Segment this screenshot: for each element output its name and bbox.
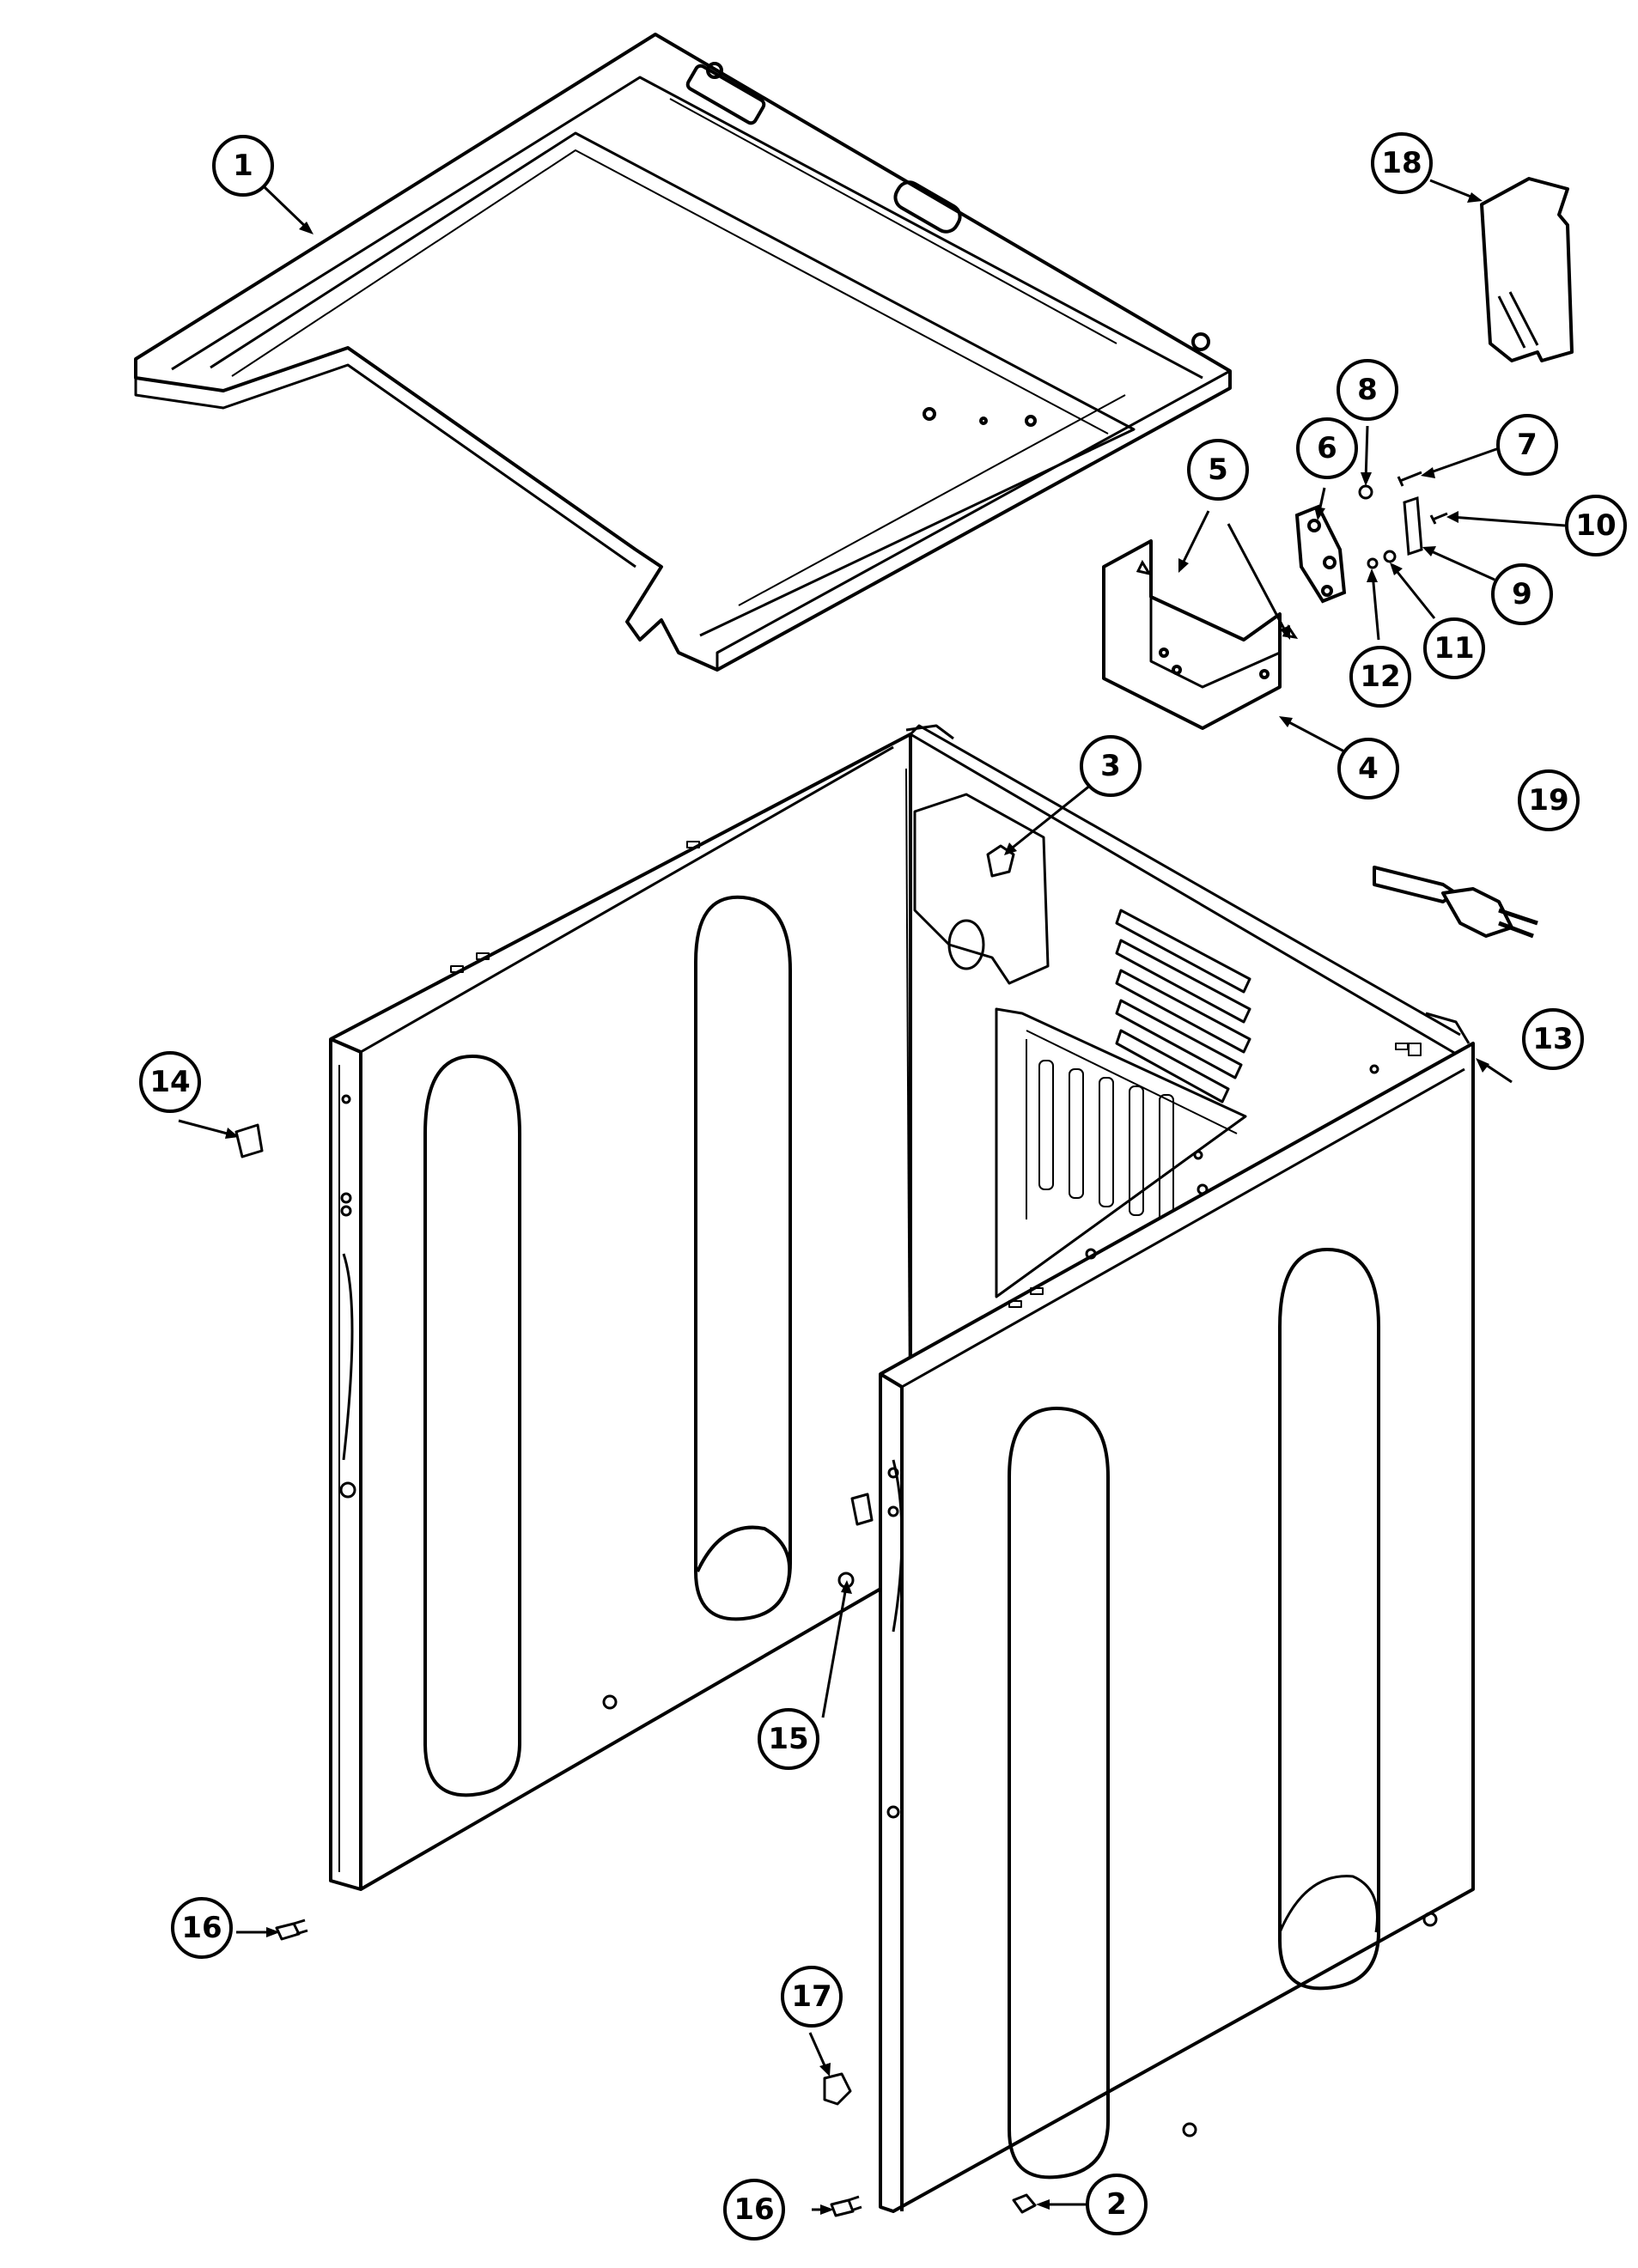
small-parts-drawing	[234, 1123, 1037, 2217]
callout-label: 16	[181, 1911, 222, 1945]
callout-label: 4	[1358, 751, 1379, 786]
callout-15: 15	[758, 1708, 819, 1770]
callout-14: 14	[139, 1051, 201, 1113]
callout-11: 11	[1423, 617, 1485, 679]
leader-arrowheads	[225, 192, 1489, 2215]
callout-8: 8	[1337, 359, 1398, 421]
callout-12: 12	[1349, 646, 1411, 708]
callout-label: 8	[1357, 373, 1378, 407]
power-cord-drawing	[1373, 866, 1538, 939]
callout-label: 5	[1208, 453, 1228, 487]
callout-6: 6	[1296, 417, 1358, 479]
callout-label: 18	[1381, 146, 1422, 180]
callout-label: 3	[1100, 749, 1121, 783]
leader-lines	[178, 179, 1566, 2211]
callout-label: 13	[1532, 1022, 1573, 1056]
callout-1: 1	[212, 135, 274, 197]
callout-5: 5	[1187, 439, 1249, 501]
callout-18: 18	[1371, 132, 1433, 194]
callout-label: 17	[791, 1979, 831, 2014]
callout-label: 7	[1517, 428, 1538, 462]
callout-label: 6	[1317, 431, 1337, 465]
callout-4: 4	[1337, 738, 1399, 800]
terminal-bracket-drawing	[1102, 539, 1282, 730]
callout-label: 9	[1512, 577, 1532, 611]
callout-label: 1	[233, 149, 253, 183]
callout-13: 13	[1522, 1008, 1584, 1070]
callout-16: 16	[171, 1897, 233, 1959]
callout-label: 16	[734, 2192, 774, 2227]
callout-17: 17	[781, 1966, 843, 2028]
terminal-cover-drawing	[1480, 177, 1574, 362]
terminal-block-drawing	[1294, 504, 1347, 604]
callout-16-bottom: 16	[723, 2179, 785, 2241]
callout-label: 19	[1528, 783, 1568, 818]
callout-9: 9	[1491, 563, 1553, 625]
callout-label: 11	[1434, 631, 1474, 666]
callout-10: 10	[1565, 495, 1627, 556]
callout-2: 2	[1086, 2174, 1148, 2235]
callout-label: 15	[768, 1722, 808, 1756]
callout-label: 10	[1575, 508, 1616, 543]
small-hardware-drawing	[1136, 471, 1448, 640]
callout-7: 7	[1496, 414, 1558, 476]
callout-label: 12	[1360, 660, 1400, 694]
top-panel-drawing	[134, 33, 1232, 672]
callout-label: 2	[1106, 2187, 1127, 2222]
callout-label: 14	[149, 1065, 190, 1099]
callout-19: 19	[1518, 769, 1580, 831]
cabinet-drawing	[329, 724, 1475, 2213]
callout-3: 3	[1080, 735, 1142, 797]
